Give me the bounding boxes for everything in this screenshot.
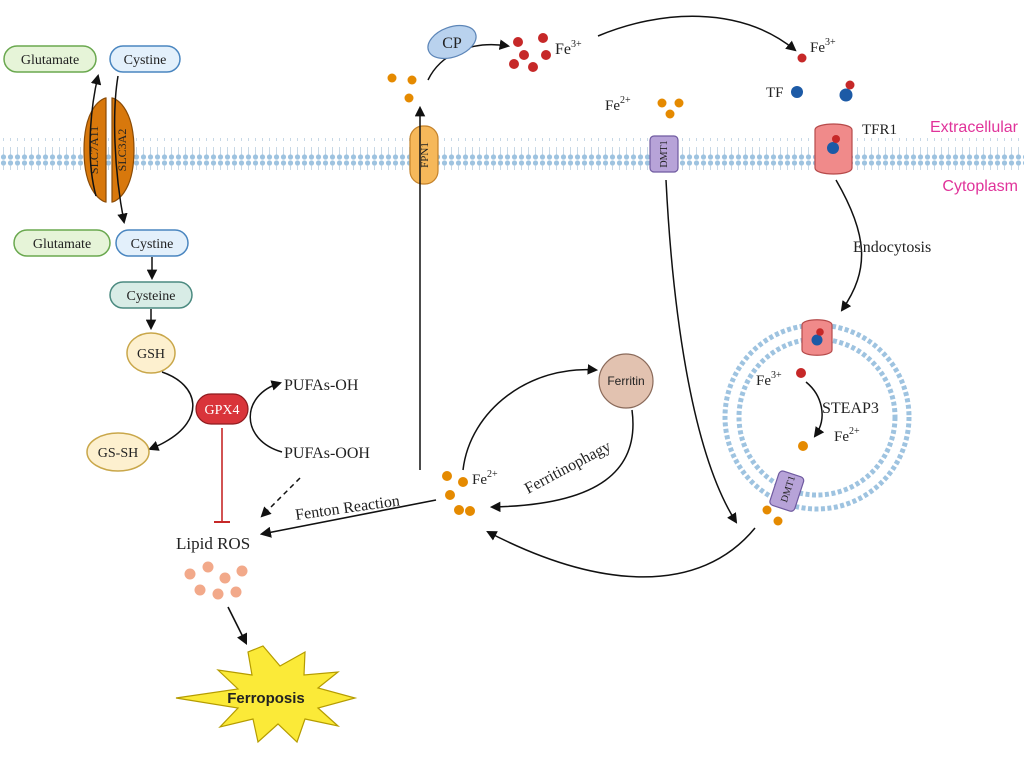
- steap3-reduction-arrow: [805, 381, 825, 438]
- fe3-extracellular-dots: [509, 33, 551, 72]
- holo-tf: [839, 80, 855, 102]
- fenton-reaction-arrow: [259, 499, 437, 538]
- glutamate-export-arrow: [89, 73, 102, 197]
- fpn1-label: FPN1: [419, 142, 431, 168]
- cysteine-label: Cysteine: [127, 289, 176, 304]
- fe3-tf-label: Fe3+: [810, 37, 836, 56]
- gpx4-node: GPX4: [195, 393, 249, 425]
- fe2-to-ferritin-arrow: [462, 364, 599, 471]
- fpn1-channel: FPN1: [409, 125, 439, 185]
- labile-iron-return-arrow: [486, 527, 756, 578]
- pufas-oh-label: PUFAs-OH: [284, 377, 359, 394]
- dmt1-endosome-channel: DMT1: [769, 470, 805, 512]
- fe2-extracellular-label: Fe2+: [605, 95, 631, 114]
- cp-label: CP: [442, 35, 462, 52]
- pufas-ooh-label: PUFAs-OOH: [284, 445, 370, 462]
- pufas-reduction-arrow: [249, 380, 283, 453]
- gsh-node: GSH: [126, 332, 176, 374]
- glutamate-out-label: Glutamate: [21, 53, 79, 68]
- ferritinophagy-arrow: [489, 409, 634, 513]
- fe3-near-tf-dot: [797, 53, 807, 63]
- glutamate-in-label: Glutamate: [33, 237, 91, 252]
- ros-to-ferroptosis-arrow: [227, 606, 248, 646]
- endocytosis-arrow: [835, 179, 863, 312]
- gpx4-inhibition: [214, 428, 230, 523]
- cystine-import-arrow: [113, 75, 128, 225]
- endocytosis-label: Endocytosis: [853, 239, 931, 256]
- dmt1-import-arrow: [665, 179, 738, 524]
- tf-label: TF: [766, 85, 784, 101]
- cystine-out-label: Cystine: [124, 53, 167, 68]
- extracellular-label: Extracellular: [930, 119, 1019, 136]
- gs-sh-label: GS-SH: [98, 446, 138, 461]
- labile-fe2-pool: [442, 471, 475, 516]
- cytoplasm-label: Cytoplasm: [942, 178, 1018, 195]
- fe3-extracellular-label: Fe3+: [555, 39, 582, 58]
- cystine-out-pill: Cystine: [109, 45, 181, 73]
- dmt1-membrane-label: DMT1: [659, 140, 670, 167]
- ferroptosis-burst: Ferroposis: [175, 645, 358, 744]
- endosome-tfr1: [801, 319, 833, 356]
- endosome-fe3-dot: [796, 368, 806, 378]
- dmt1-membrane-channel: DMT1: [649, 135, 679, 173]
- tf-dot: [791, 86, 803, 98]
- endosome-fe3-label: Fe3+: [756, 370, 782, 389]
- gsh-label: GSH: [137, 347, 165, 362]
- fenton-reaction-label: Fenton Reaction: [294, 492, 401, 523]
- gpx4-label: GPX4: [204, 403, 239, 418]
- plasma-membrane: [0, 138, 1024, 170]
- endosome-fe2-label: Fe2+: [834, 426, 860, 445]
- ferritin-label: Ferritin: [607, 374, 644, 388]
- gsh-to-gssh-arrow: [148, 371, 194, 451]
- ferritin-node: Ferritin: [598, 353, 654, 409]
- slc3a2-label: SLC3A2: [115, 129, 129, 172]
- lipid-ros-dots: [184, 561, 248, 600]
- fe3-to-tf-arrow: [597, 15, 797, 52]
- steap3-label: STEAP3: [822, 400, 879, 417]
- cysteine-pill: Cysteine: [109, 281, 193, 309]
- slc7a11-label: SLC7A11: [87, 126, 101, 174]
- ferritinophagy-label: Ferritinophagy: [522, 438, 614, 498]
- fe2-extracellular-dots: [657, 98, 684, 119]
- tfr1-label: TFR1: [862, 122, 897, 138]
- endosome-fe2-dot: [798, 441, 808, 451]
- cystine-in-label: Cystine: [131, 237, 174, 252]
- tfr1-receptor: [814, 123, 853, 175]
- ferroptosis-label: Ferroposis: [227, 690, 305, 707]
- lipid-ros-label: Lipid ROS: [176, 534, 250, 553]
- gs-sh-node: GS-SH: [86, 432, 150, 472]
- cystine-in-pill: Cystine: [115, 229, 189, 257]
- glutamate-out-pill: Glutamate: [3, 45, 97, 73]
- released-fe2-dots: [762, 505, 783, 526]
- glutamate-in-pill: Glutamate: [13, 229, 111, 257]
- cp-enzyme: CP: [427, 24, 477, 60]
- exported-fe2-dots: [387, 73, 417, 103]
- labile-fe2-label: Fe2+: [472, 469, 498, 488]
